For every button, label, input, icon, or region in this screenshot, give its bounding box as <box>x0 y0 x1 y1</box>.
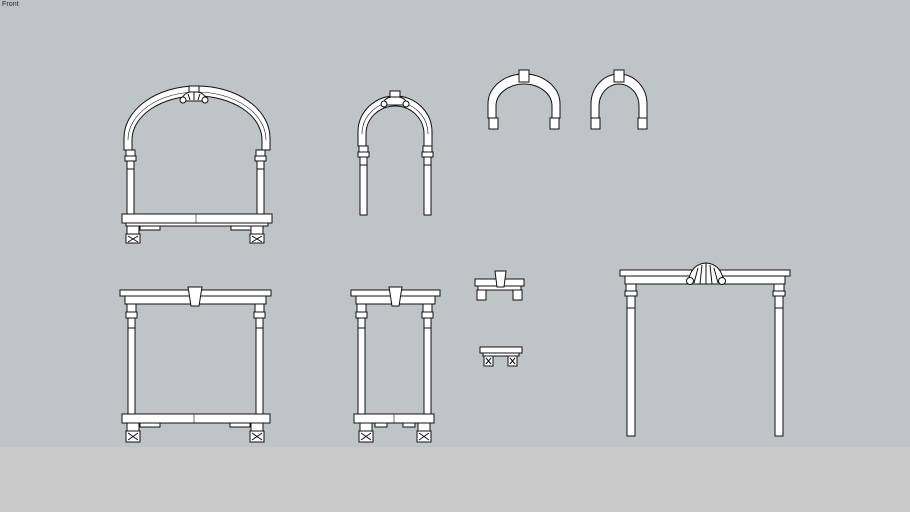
camera-view-label: Front <box>2 1 19 8</box>
door-frame-crest[interactable] <box>619 262 791 437</box>
arched-frame-narrow[interactable] <box>357 90 434 216</box>
square-frame-narrow[interactable] <box>350 286 441 443</box>
shell-keystone-icon <box>179 85 209 104</box>
square-frame-large[interactable] <box>119 286 272 443</box>
shell-keystone-icon <box>380 90 410 108</box>
sill-piece[interactable] <box>479 346 523 367</box>
arch-top-small-2[interactable] <box>590 69 648 130</box>
lintel-piece[interactable] <box>474 270 525 301</box>
viewport-ground <box>0 447 910 512</box>
arch-top-small-1[interactable] <box>487 69 561 130</box>
arched-frame-large[interactable] <box>121 85 273 244</box>
shell-crest-icon <box>686 262 726 285</box>
